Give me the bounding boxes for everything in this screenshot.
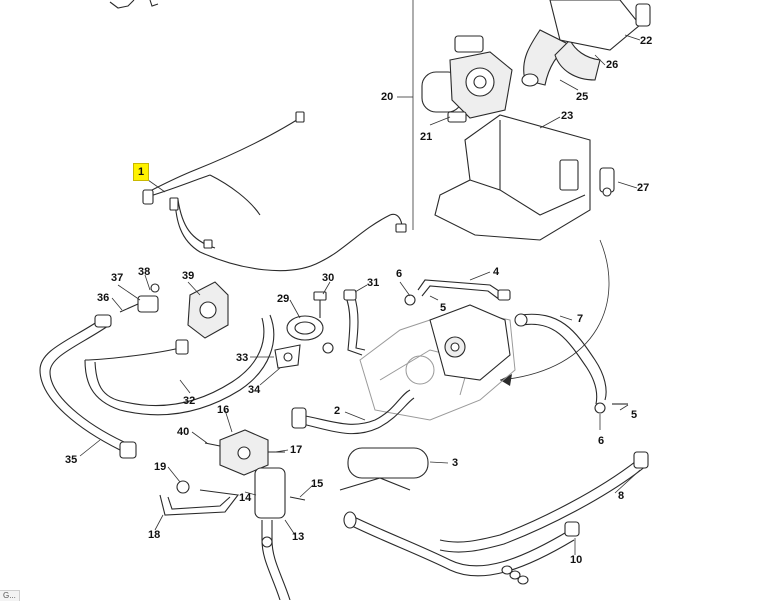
callout-5b[interactable]: 5	[631, 409, 638, 421]
clipped-part-top	[109, 0, 159, 9]
callout-34[interactable]: 34	[248, 384, 261, 396]
callout-26[interactable]: 26	[606, 59, 619, 71]
canister-13-part	[254, 467, 306, 600]
gasket-29-part	[286, 315, 324, 341]
callout-21[interactable]: 21	[420, 131, 433, 143]
fitting-33-34-part	[274, 344, 301, 369]
hose-32-part	[84, 314, 275, 416]
callout-31[interactable]: 31	[367, 277, 380, 289]
callout-37[interactable]: 37	[111, 272, 124, 284]
callout-22[interactable]: 22	[640, 35, 653, 47]
callout-13[interactable]: 13	[292, 531, 305, 543]
callout-4[interactable]: 4	[493, 266, 500, 278]
callout-20[interactable]: 20	[381, 91, 394, 103]
callout-40[interactable]: 40	[177, 426, 190, 438]
valve-39-part	[187, 281, 229, 339]
callout-1[interactable]: 1	[133, 163, 150, 181]
callout-17[interactable]: 17	[290, 444, 303, 456]
washer-part	[404, 294, 416, 306]
hose-31-part	[343, 289, 366, 356]
callout-2[interactable]: 2	[334, 405, 341, 417]
leader-lines	[79, 34, 641, 555]
valve-16-part	[204, 429, 285, 476]
curved-arrow	[499, 239, 610, 381]
canister-part	[339, 447, 429, 491]
callout-15[interactable]: 15	[311, 478, 324, 490]
callout-18[interactable]: 18	[148, 529, 161, 541]
callout-23[interactable]: 23	[561, 110, 574, 122]
callout-30[interactable]: 30	[322, 272, 335, 284]
callout-32[interactable]: 32	[183, 395, 196, 407]
callout-25[interactable]: 25	[576, 91, 589, 103]
fitting-36-38-part	[119, 283, 160, 313]
callout-10[interactable]: 10	[570, 554, 583, 566]
hose-35-part	[39, 314, 137, 459]
callout-39[interactable]: 39	[182, 270, 195, 282]
callout-29[interactable]: 29	[277, 293, 290, 305]
callout-7[interactable]: 7	[577, 313, 584, 325]
pipe-10-part	[343, 511, 580, 577]
mounting-bracket-part	[434, 114, 591, 241]
callout-38[interactable]: 38	[138, 266, 151, 278]
pipe-4-part	[417, 279, 511, 301]
callout-16[interactable]: 16	[217, 404, 230, 416]
pipe-7-part	[514, 313, 607, 405]
callout-35[interactable]: 35	[65, 454, 78, 466]
callout-8[interactable]: 8	[618, 490, 625, 502]
callout-3[interactable]: 3	[452, 457, 459, 469]
callout-6b[interactable]: 6	[598, 435, 605, 447]
wiring-harness-part	[142, 111, 407, 272]
pipe-2-part	[291, 389, 415, 435]
callout-36[interactable]: 36	[97, 292, 110, 304]
callout-19[interactable]: 19	[154, 461, 167, 473]
washer-part-2	[594, 402, 606, 414]
turbo-housing-part	[429, 304, 511, 381]
callout-33[interactable]: 33	[236, 352, 249, 364]
bolt-30-part	[313, 291, 334, 354]
callout-27[interactable]: 27	[637, 182, 650, 194]
callout-5a[interactable]: 5	[440, 302, 447, 314]
clip-parts	[501, 565, 529, 585]
pump-assembly-part	[421, 35, 513, 123]
manifold-assembly-part	[521, 0, 651, 87]
pipe-8-part	[439, 451, 649, 553]
sensor-part	[599, 167, 615, 197]
callout-14[interactable]: 14	[239, 492, 252, 504]
callout-6a[interactable]: 6	[396, 268, 403, 280]
pipe-18-part	[159, 480, 240, 516]
corner-label: G...	[0, 590, 20, 601]
